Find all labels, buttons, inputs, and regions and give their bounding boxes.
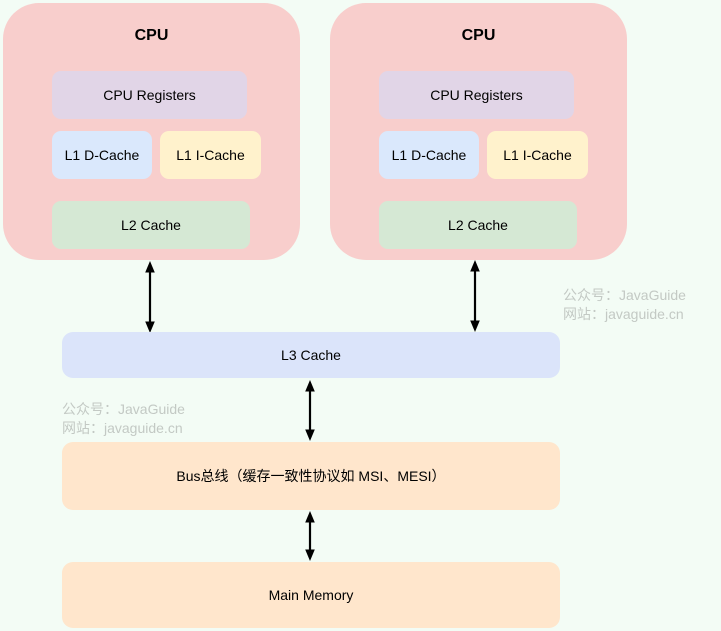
l1-dcache-box: L1 D-Cache	[52, 131, 152, 179]
l2-cache-label: L2 Cache	[448, 217, 508, 233]
watermark-line-2: 网站：javaguide.cn	[62, 420, 183, 436]
l1-icache-box: L1 I-Cache	[487, 131, 588, 179]
l2-cache-box: L2 Cache	[52, 201, 250, 249]
main-memory-box: Main Memory	[62, 562, 560, 628]
main-memory-label: Main Memory	[268, 587, 354, 603]
cpu-registers-box: CPU Registers	[379, 71, 574, 119]
cpu-title: CPU	[134, 27, 169, 44]
l1-icache-label: L1 I-Cache	[176, 147, 245, 163]
watermark-line-2: 网站：javaguide.cn	[563, 306, 684, 322]
cpu-block-2: CPU CPU Registers L1 D-Cache L1 I-Cache …	[330, 3, 627, 260]
watermark-line-1: 公众号：JavaGuide	[563, 287, 686, 303]
l1-icache-box: L1 I-Cache	[160, 131, 261, 179]
l1-dcache-label: L1 D-Cache	[391, 147, 467, 163]
bus-label: Bus总线（缓存一致性协议如 MSI、MESI）	[176, 468, 446, 484]
l1-icache-label: L1 I-Cache	[503, 147, 572, 163]
l3-cache-label: L3 Cache	[281, 347, 341, 363]
double-arrow-l3-bus-icon	[305, 380, 315, 441]
cpu-title: CPU	[461, 27, 496, 44]
l3-cache-box: L3 Cache	[62, 332, 560, 378]
watermark-javaguide-right: 公众号：JavaGuide 网站：javaguide.cn	[563, 286, 686, 324]
l2-cache-box: L2 Cache	[379, 201, 577, 249]
double-arrow-cpu1-l3-icon	[145, 261, 155, 333]
cpu-registers-label: CPU Registers	[103, 87, 196, 103]
l1-dcache-label: L1 D-Cache	[64, 147, 140, 163]
watermark-javaguide-left: 公众号：JavaGuide 网站：javaguide.cn	[62, 400, 185, 438]
l2-cache-label: L2 Cache	[121, 217, 181, 233]
cpu-registers-box: CPU Registers	[52, 71, 247, 119]
double-arrow-bus-memory-icon	[305, 511, 315, 561]
cpu-registers-label: CPU Registers	[430, 87, 523, 103]
double-arrow-cpu2-l3-icon	[470, 260, 480, 332]
watermark-line-1: 公众号：JavaGuide	[62, 401, 185, 417]
cpu-block-1: CPU CPU Registers L1 D-Cache L1 I-Cache …	[3, 3, 300, 260]
bus-box: Bus总线（缓存一致性协议如 MSI、MESI）	[62, 442, 560, 510]
l1-dcache-box: L1 D-Cache	[379, 131, 479, 179]
